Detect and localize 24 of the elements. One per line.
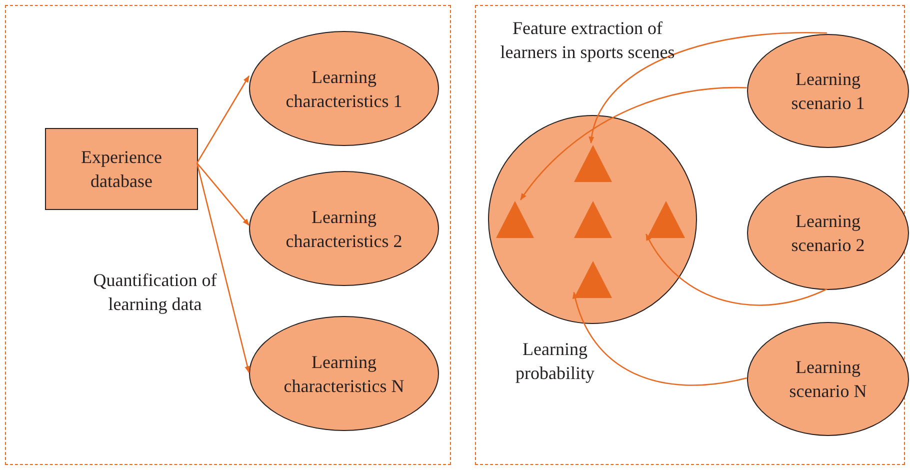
arrow (520, 87, 747, 200)
arrow (646, 234, 828, 306)
triangle-marker (574, 145, 612, 182)
arrow (196, 75, 250, 164)
arrow (572, 292, 747, 386)
arrow (196, 162, 250, 374)
triangle-marker (496, 201, 534, 238)
node-label: Learning characteristics N (282, 350, 406, 398)
triangle-marker (574, 261, 612, 298)
annotation-text: Quantification of learning data (92, 269, 218, 316)
triangle-marker (647, 201, 685, 238)
annotation-text: Learning probability (514, 338, 596, 385)
node-label: Learning characteristics 1 (284, 66, 404, 112)
process-box (45, 128, 198, 210)
node-label: Learning characteristics 2 (284, 206, 404, 252)
node-label: Learning scenario 2 (790, 210, 866, 257)
triangle-marker (574, 201, 612, 238)
node-label: Learning scenario N (788, 356, 868, 403)
node-label: Learning scenario 1 (790, 68, 866, 115)
annotation-text: Feature extraction of learners in sports scenes (500, 17, 675, 64)
node-label: Experience database (80, 146, 163, 193)
arrow (589, 32, 827, 144)
arrow (196, 162, 250, 226)
panel-frame (5, 5, 451, 465)
